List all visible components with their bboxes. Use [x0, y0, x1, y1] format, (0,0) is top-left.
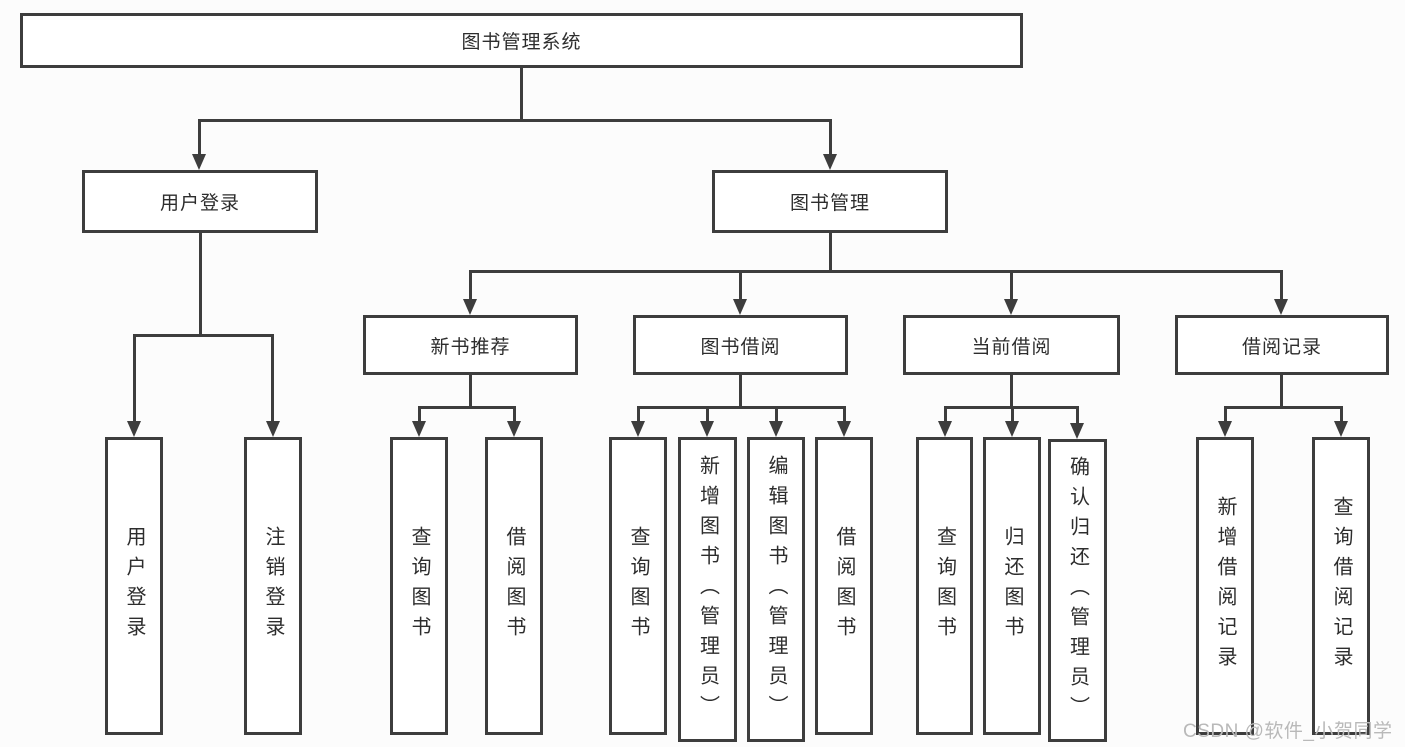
connector-line	[1011, 406, 1014, 423]
arrow-down-icon	[938, 421, 952, 437]
leaf-label: 新增借阅记录	[1214, 496, 1236, 676]
connector-line	[469, 270, 1283, 273]
connector-line	[944, 406, 947, 423]
connector-line	[739, 270, 742, 300]
connector-line	[1280, 270, 1283, 300]
node-book-borrow: 图书借阅	[633, 315, 848, 375]
connector-line	[829, 233, 832, 273]
arrow-down-icon	[700, 421, 714, 437]
node-label: 用户登录	[159, 193, 240, 214]
arrow-down-icon	[631, 421, 645, 437]
node-label: 图书借阅	[700, 336, 781, 358]
connector-line	[843, 406, 846, 423]
leaf-borrow-book-recommend: 借阅图书	[485, 437, 543, 735]
arrow-down-icon	[1274, 299, 1288, 315]
node-current-borrow: 当前借阅	[903, 315, 1120, 375]
arrow-down-icon	[127, 421, 141, 437]
node-label: 当前借阅	[971, 336, 1052, 358]
csdn-watermark: CSDN @软件_小贺同学	[1183, 721, 1393, 742]
connector-line	[1224, 406, 1343, 409]
node-book-management: 图书管理	[712, 170, 948, 233]
leaf-return-book: 归还图书	[983, 437, 1041, 735]
arrow-down-icon	[192, 154, 206, 170]
node-library-management-system: 图书管理系统	[20, 13, 1023, 68]
leaf-label: 注销登录	[262, 526, 284, 646]
leaf-query-book-recommend: 查询图书	[390, 437, 448, 735]
arrow-down-icon	[733, 299, 747, 315]
node-label: 借阅记录	[1241, 336, 1322, 358]
leaf-label: 借阅图书	[833, 526, 855, 646]
arrow-down-icon	[837, 421, 851, 437]
node-label: 图书管理系统	[461, 32, 582, 53]
arrow-down-icon	[769, 421, 783, 437]
leaf-label: 查询图书	[933, 526, 956, 646]
leaf-user-login: 用户登录	[105, 437, 163, 735]
node-new-book-recommend: 新书推荐	[363, 315, 578, 375]
leaf-label: 借阅图书	[503, 526, 525, 646]
connector-line	[739, 375, 742, 408]
connector-line	[1010, 375, 1013, 408]
leaf-confirm-return-admin: 确认归还（管理员）	[1048, 439, 1107, 742]
leaf-edit-book-admin: 编辑图书（管理员）	[747, 437, 805, 742]
arrow-down-icon	[266, 421, 280, 437]
node-label: 图书管理	[789, 193, 870, 214]
leaf-add-book-admin: 新增图书（管理员）	[678, 437, 737, 742]
connector-line	[775, 406, 778, 423]
leaf-label: 用户登录	[123, 526, 145, 646]
connector-line	[199, 233, 202, 336]
leaf-label: 查询借阅记录	[1330, 496, 1352, 676]
connector-line	[520, 68, 523, 121]
connector-line	[513, 406, 516, 423]
leaf-query-borrow-record: 查询借阅记录	[1312, 437, 1370, 735]
connector-line	[133, 334, 274, 337]
leaf-label: 确认归还（管理员）	[1066, 455, 1089, 726]
leaf-add-borrow-record: 新增借阅记录	[1196, 437, 1254, 735]
leaf-label: 查询图书	[627, 526, 649, 646]
leaf-label: 查询图书	[408, 526, 430, 646]
connector-line	[706, 406, 709, 423]
connector-line	[637, 406, 846, 409]
arrow-down-icon	[507, 421, 521, 437]
connector-line	[829, 119, 832, 156]
connector-line	[418, 406, 516, 409]
leaf-label: 编辑图书（管理员）	[765, 454, 787, 725]
connector-line	[133, 334, 136, 422]
connector-line	[271, 334, 274, 422]
connector-line	[637, 406, 640, 423]
connector-line	[469, 270, 472, 300]
connector-line	[1340, 406, 1343, 423]
connector-line	[469, 375, 472, 408]
leaf-query-book-borrow: 查询图书	[609, 437, 667, 735]
connector-line	[1280, 375, 1283, 408]
leaf-borrow-book: 借阅图书	[815, 437, 873, 735]
node-borrow-records: 借阅记录	[1175, 315, 1389, 375]
arrow-down-icon	[1004, 299, 1018, 315]
node-label: 新书推荐	[430, 336, 511, 358]
leaf-query-book-current: 查询图书	[916, 437, 973, 735]
arrow-down-icon	[412, 421, 426, 437]
arrow-down-icon	[1070, 423, 1084, 439]
connector-line	[198, 119, 201, 156]
leaf-label: 新增图书（管理员）	[696, 454, 719, 725]
arrow-down-icon	[1334, 421, 1348, 437]
arrow-down-icon	[1005, 421, 1019, 437]
connector-line	[1076, 406, 1079, 425]
connector-line	[1010, 270, 1013, 300]
connector-line	[1224, 406, 1227, 423]
connector-line	[198, 119, 832, 122]
arrow-down-icon	[1218, 421, 1232, 437]
node-user-login: 用户登录	[82, 170, 318, 233]
arrow-down-icon	[823, 154, 837, 170]
leaf-label: 归还图书	[1001, 526, 1023, 646]
leaf-logout-login: 注销登录	[244, 437, 302, 735]
arrow-down-icon	[463, 299, 477, 315]
connector-line	[418, 406, 421, 423]
